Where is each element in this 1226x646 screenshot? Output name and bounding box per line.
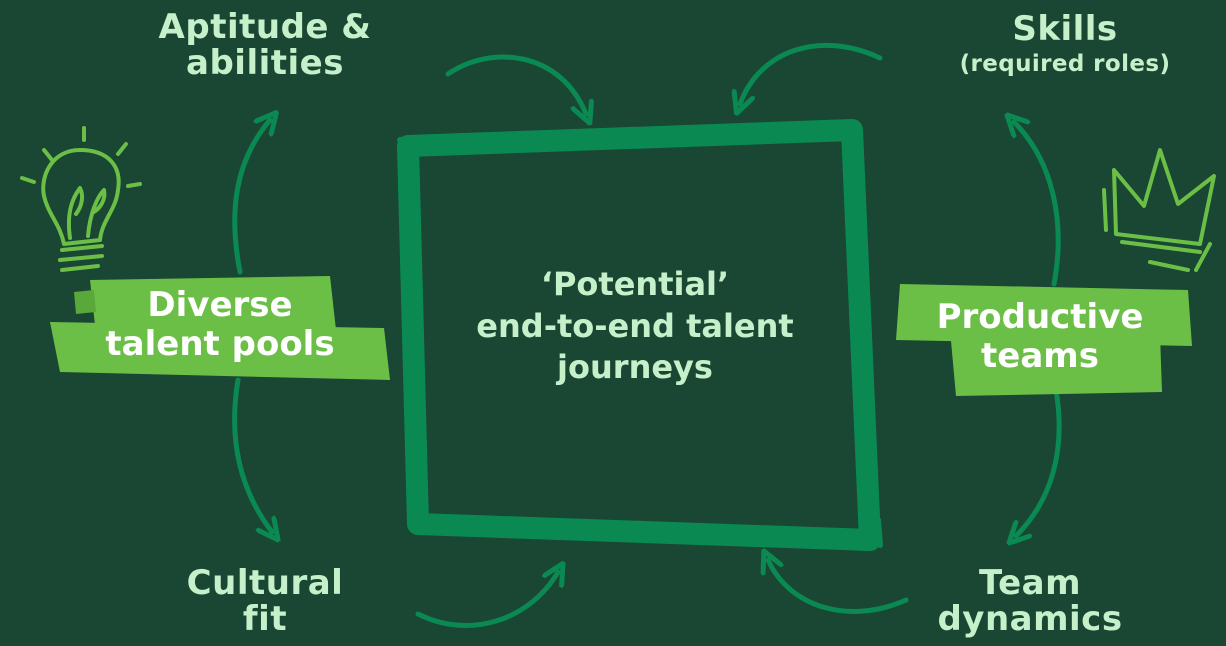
team-dynamics-line2: dynamics bbox=[937, 598, 1123, 639]
skills-line2: (required roles) bbox=[959, 50, 1171, 77]
left-tag-banner bbox=[50, 276, 390, 380]
skills-line1: Skills bbox=[1012, 9, 1118, 49]
team-dynamics-label: Team dynamics bbox=[900, 563, 1160, 639]
diverse-talent-pools-tag: Diverse talent pools bbox=[70, 285, 370, 365]
center-line2: end-to-end talent bbox=[476, 306, 794, 345]
aptitude-line1: Aptitude & bbox=[158, 7, 372, 47]
arrow-top-left bbox=[445, 54, 586, 114]
productive-teams-tag: Productive teams bbox=[905, 297, 1175, 377]
cultural-fit-label: Cultural fit bbox=[130, 563, 400, 639]
arrow-bottom-right bbox=[768, 560, 909, 614]
right-tag-line2: teams bbox=[981, 336, 1099, 377]
lightbulb-icon bbox=[20, 126, 142, 272]
team-dynamics-line1: Team bbox=[978, 563, 1082, 603]
cultural-fit-line2: fit bbox=[242, 598, 288, 639]
cultural-fit-line1: Cultural bbox=[186, 563, 344, 603]
arrow-right-down bbox=[1016, 387, 1062, 536]
right-tag-line1: Productive bbox=[936, 297, 1144, 337]
center-label: ‘Potential’ end-to-end talent journeys bbox=[430, 264, 840, 389]
arrow-bottom-left bbox=[415, 572, 558, 628]
arrow-top-right bbox=[740, 42, 883, 104]
arrow-right-up bbox=[1014, 122, 1061, 287]
left-tag-line2: talent pools bbox=[105, 324, 335, 365]
aptitude-label: Aptitude & abilities bbox=[130, 7, 400, 83]
center-line1: ‘Potential’ bbox=[540, 265, 730, 303]
skills-label: Skills (required roles) bbox=[930, 9, 1200, 77]
arrow-left-up bbox=[232, 120, 270, 275]
left-tag-line1: Diverse bbox=[147, 285, 293, 325]
right-tag-banner bbox=[896, 284, 1192, 396]
arrow-left-down bbox=[232, 377, 272, 532]
center-frame bbox=[397, 119, 883, 551]
aptitude-line2: abilities bbox=[186, 42, 344, 83]
crown-icon bbox=[1102, 148, 1216, 272]
center-line3: journeys bbox=[557, 348, 713, 387]
